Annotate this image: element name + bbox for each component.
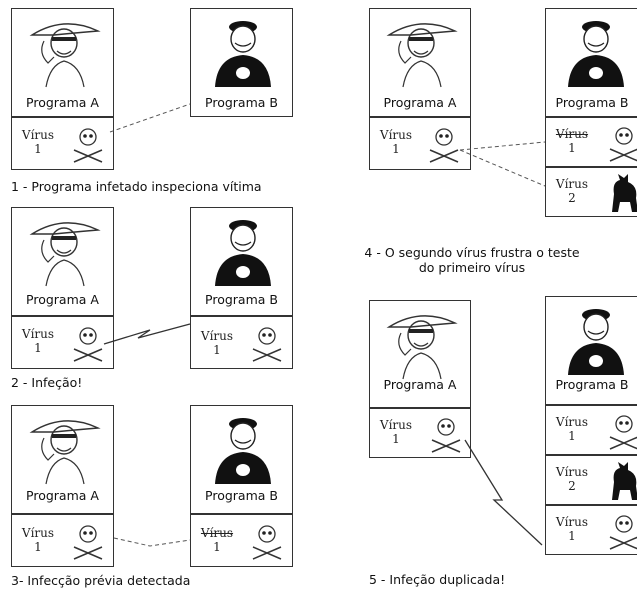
cowboy-programmer-icon (29, 23, 101, 88)
virus-label: Vírus (200, 526, 234, 540)
panel5-virus-b2-box: Vírus 2 (545, 455, 637, 505)
dark-programmer-icon (215, 220, 271, 286)
program-b-label: Programa B (205, 95, 278, 110)
panel5-virus-a-box: Vírus 1 (369, 408, 471, 458)
program-a-label: Programa A (383, 377, 457, 392)
step4-caption-line1: 4 - O segundo vírus frustra o teste (364, 245, 580, 260)
skull-crossbones-icon (609, 415, 637, 450)
dashed-connector (113, 537, 191, 547)
panel3-program-b-box: Programa B (190, 405, 293, 514)
program-b-label: Programa B (205, 292, 278, 307)
step4-caption-line2: do primeiro vírus (418, 260, 526, 275)
panel1-program-a-box: Programa A (11, 8, 114, 117)
skull-crossbones-icon (252, 327, 282, 362)
skull-crossbones-icon (609, 515, 637, 550)
program-b-label: Programa B (555, 95, 629, 110)
virus-number: 1 (392, 142, 400, 156)
virus-number: 1 (34, 142, 42, 156)
virus-number: 1 (213, 540, 221, 554)
panel4-program-a-box: Programa A (369, 8, 471, 117)
dark-programmer-icon (215, 21, 271, 87)
cowboy-programmer-icon (386, 23, 458, 88)
skull-crossbones-icon (429, 128, 459, 163)
virus-number: 2 (568, 479, 576, 493)
virus-number: 1 (213, 343, 221, 357)
skull-crossbones-icon (73, 525, 103, 560)
skull-crossbones-icon (252, 525, 282, 560)
virus-label: Vírus (21, 327, 55, 341)
lightning-bolt-connector (464, 439, 543, 546)
virus-label: Vírus (379, 418, 413, 432)
panel2-virus-a-box: Vírus 1 (11, 316, 114, 369)
program-a-label: Programa A (26, 292, 99, 307)
program-b-label: Programa B (205, 488, 278, 503)
virus-label: Vírus (379, 128, 413, 142)
step2-caption: 2 - Infeção! (11, 375, 83, 390)
panel3-virus-a-box: Vírus 1 (11, 514, 114, 567)
cowboy-programmer-icon (29, 222, 101, 287)
cowboy-programmer-icon (29, 420, 101, 485)
virus-label: Vírus (555, 415, 589, 429)
panel4-virus-b2-box: Vírus 2 (545, 167, 637, 217)
step1-caption: 1 - Programa infetado inspeciona vítima (11, 179, 262, 194)
virus-number: 1 (568, 529, 576, 543)
dark-programmer-icon (568, 21, 624, 87)
panel2-program-b-box: Programa B (190, 207, 293, 316)
step5-caption: 5 - Infeção duplicada! (369, 572, 506, 587)
panel3-program-a-box: Programa A (11, 405, 114, 514)
panel4-program-b-box: Programa B (545, 8, 637, 117)
virus-number: 1 (568, 429, 576, 443)
panel3-virus-b-box: Vírus 1 (190, 514, 293, 567)
skull-crossbones-icon (431, 418, 461, 453)
virus-label: Vírus (555, 465, 589, 479)
virus-number: 1 (34, 540, 42, 554)
virus-number: 1 (392, 432, 400, 446)
lightning-bolt-connector (103, 323, 191, 345)
panel5-virus-b1-box: Vírus 1 (545, 405, 637, 455)
virus-number: 1 (34, 341, 42, 355)
panel2-program-a-box: Programa A (11, 207, 114, 316)
cowboy-programmer-icon (386, 315, 458, 380)
dashed-connector (459, 141, 546, 151)
virus-label: Vírus (21, 526, 55, 540)
virus-label: Vírus (21, 128, 55, 142)
step3-caption: 3- Infecção prévia detectada (11, 573, 191, 588)
virus-number: 1 (568, 141, 576, 155)
virus-label: Vírus (555, 515, 589, 529)
program-a-label: Programa A (383, 95, 457, 110)
skull-crossbones-icon (73, 128, 103, 163)
panel1-virus-a-box: Vírus 1 (11, 117, 114, 170)
panel5-program-b-box: Programa B (545, 296, 637, 405)
panel4-virus-a-box: Vírus 1 (369, 117, 471, 170)
black-cat-icon (612, 174, 637, 212)
panel1-program-b-box: Programa B (190, 8, 293, 117)
skull-crossbones-icon (609, 127, 637, 162)
black-cat-icon (612, 462, 637, 500)
dark-programmer-icon (568, 309, 624, 375)
panel5-program-a-box: Programa A (369, 300, 471, 408)
program-b-label: Programa B (555, 377, 629, 392)
program-a-label: Programa A (26, 95, 99, 110)
program-a-label: Programa A (26, 488, 99, 503)
dark-programmer-icon (215, 418, 271, 484)
virus-label: Vírus (200, 329, 234, 343)
panel2-virus-b-box: Vírus 1 (190, 316, 293, 369)
dashed-connector (109, 103, 191, 133)
panel4-virus-b1-box: Vírus 1 (545, 117, 637, 167)
skull-crossbones-icon (73, 327, 103, 362)
dashed-connector (459, 149, 546, 187)
panel5-virus-b3-box: Vírus 1 (545, 505, 637, 555)
virus-label: Vírus (555, 127, 589, 141)
virus-label: Vírus (555, 177, 589, 191)
virus-number: 2 (568, 191, 576, 205)
